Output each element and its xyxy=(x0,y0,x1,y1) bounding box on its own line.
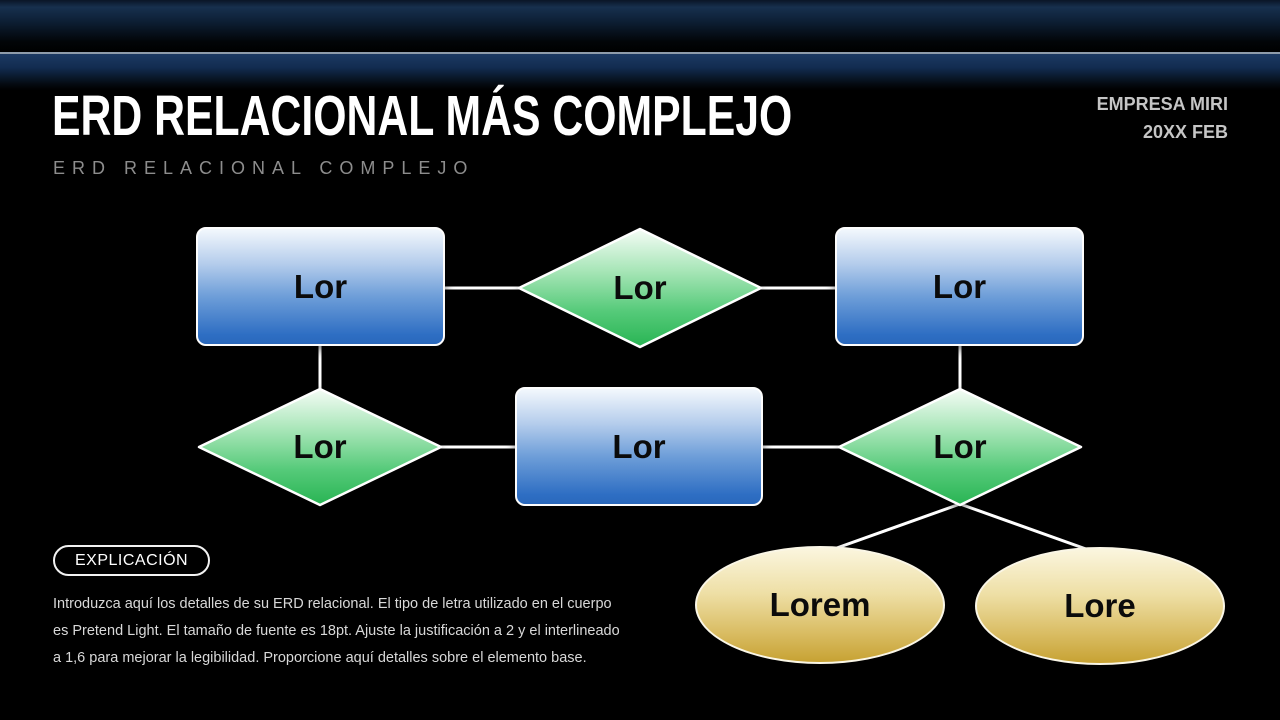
relation-label: Lor xyxy=(933,428,987,465)
entity-box-3: Lor xyxy=(515,387,763,506)
connector-line xyxy=(959,502,1101,556)
header-gradient-band xyxy=(0,54,1280,90)
entity-label: Lor xyxy=(612,427,666,465)
connector-lines xyxy=(318,286,1101,556)
relation-diamond-3 xyxy=(837,387,1083,507)
entity-label: Lor xyxy=(293,267,348,305)
slide-meta: EMPRESA MIRI 20XX FEB xyxy=(1097,90,1228,146)
company-name: EMPRESA MIRI xyxy=(1096,94,1228,114)
explanation-text: Introduzca aquí los detalles de su ERD r… xyxy=(53,591,620,672)
attribute-label: Lore xyxy=(1064,587,1136,624)
explanation-line: Introduzca aquí los detalles de su ERD r… xyxy=(53,596,612,612)
header-gradient-band-top xyxy=(0,0,1280,52)
explanation-line: a 1,6 para mejorar la legibilidad. Propo… xyxy=(53,650,587,666)
relation-diamond-3-label: Lor xyxy=(838,388,1082,506)
attribute-label: Lorem xyxy=(769,586,871,623)
explanation-badge: EXPLICACIÓN xyxy=(53,545,211,576)
attribute-ellipse-2: Lore xyxy=(975,547,1225,665)
entity-box-1: Lor xyxy=(196,227,445,346)
relation-label: Lor xyxy=(293,428,347,465)
relation-diamond-2-label: Lor xyxy=(198,388,442,506)
entity-box-2: Lor xyxy=(835,227,1084,346)
relation-label: Lor xyxy=(613,269,667,306)
page-subtitle: ERD RELACIONAL COMPLEJO xyxy=(53,158,475,178)
entity-label: Lor xyxy=(932,267,987,305)
connector-line xyxy=(819,502,961,556)
explanation-line: es Pretend Light. El tamaño de fuente es… xyxy=(53,623,620,639)
attribute-ellipse-1: Lorem xyxy=(695,546,945,664)
relation-diamond-1 xyxy=(517,227,763,349)
slide-date: 20XX FEB xyxy=(1142,122,1228,142)
relation-diamond-1-label: Lor xyxy=(518,228,762,348)
page-title: ERD RELACIONAL MÁS COMPLEJO xyxy=(52,84,793,148)
header-divider-line xyxy=(0,52,1280,54)
relation-diamond-2 xyxy=(197,387,443,507)
